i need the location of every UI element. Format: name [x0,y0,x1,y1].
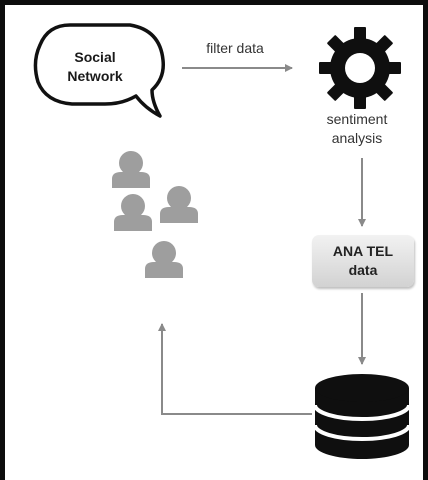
social-network-label: Social Network [50,48,140,86]
social-network-line1: Social [74,49,116,65]
anatel-data-box: ANA TEL data [312,235,414,287]
user-icon [112,151,150,188]
anatel-line1: ANA TEL [332,243,394,259]
database-to-users-arrow [158,323,312,415]
sentiment-line1: sentiment [326,111,388,127]
filter-data-label: filter data [206,40,264,56]
speech-bubble-icon [33,23,166,118]
sentiment-line2: analysis [331,130,383,146]
database-icon [313,374,411,459]
user-icon [145,241,183,278]
sentiment-analysis-label: sentiment analysis [302,110,412,148]
gear-icon [319,27,401,109]
user-icon [114,194,152,231]
anatel-line2: data [348,262,378,278]
social-network-line2: Network [67,68,123,84]
user-icon [160,186,198,223]
